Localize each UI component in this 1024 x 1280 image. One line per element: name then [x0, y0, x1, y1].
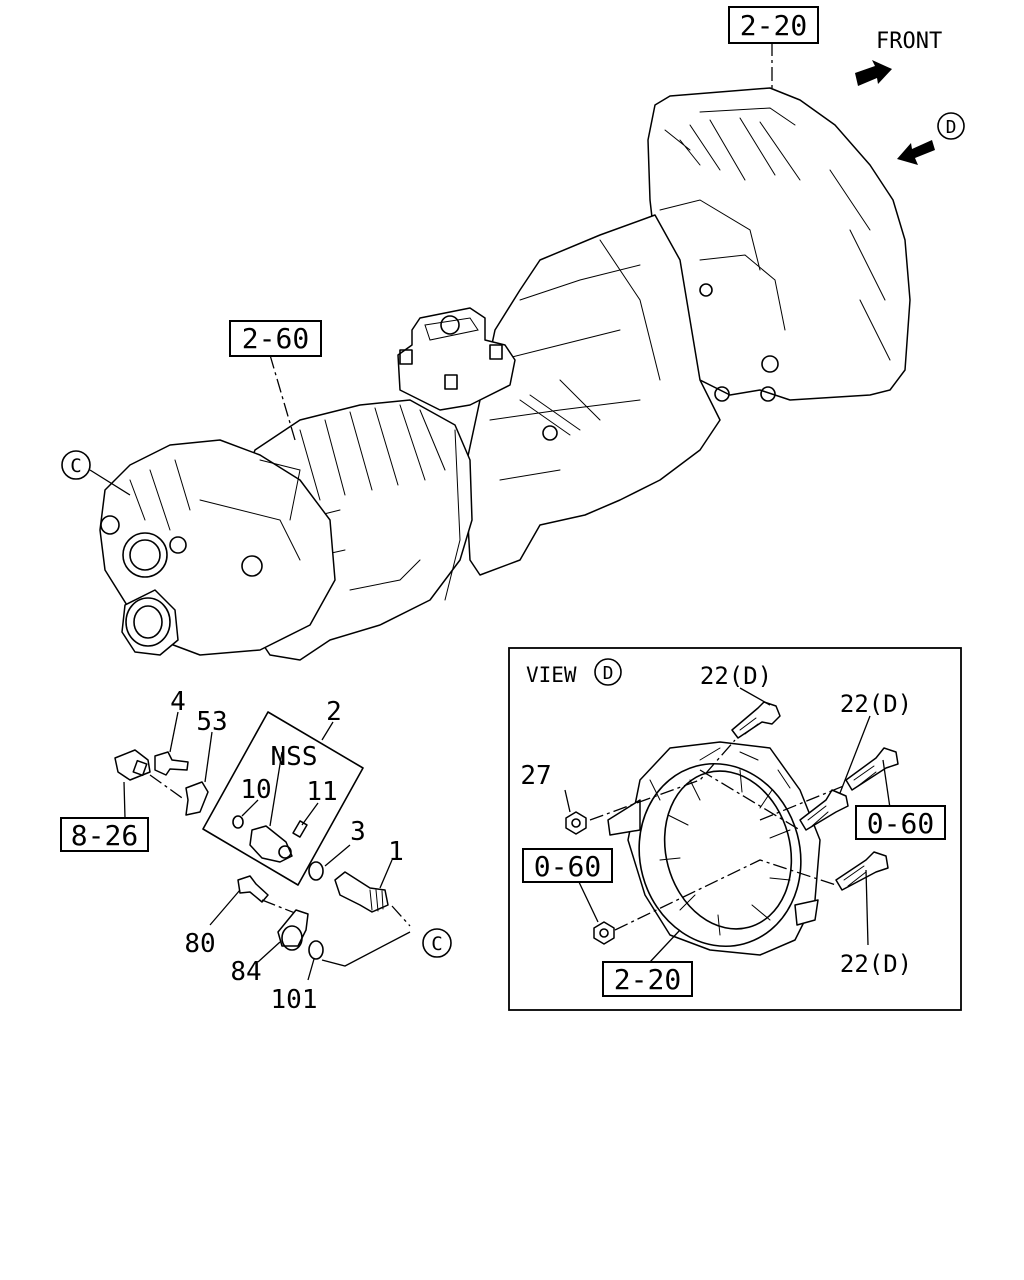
svg-text:D: D: [603, 663, 614, 684]
part-label-22d-b: 22(D): [840, 690, 912, 718]
part-label-4: 4: [170, 687, 186, 717]
svg-text:8-26: 8-26: [71, 819, 138, 852]
marker-d-view: D: [594, 658, 622, 686]
mount-bolt-hole: [699, 283, 713, 297]
bolt-22d-c: [845, 747, 899, 791]
part-label-84: 84: [230, 957, 261, 987]
part-label-22d-c: 22(D): [840, 950, 912, 978]
bolt-4: [154, 751, 189, 776]
seal-10: [232, 815, 244, 829]
svg-text:0-60: 0-60: [867, 807, 934, 840]
view-label: VIEW: [526, 663, 577, 687]
svg-text:C: C: [431, 933, 442, 955]
view-d-frame: [508, 647, 962, 1011]
transmission-assembly: [89, 42, 911, 661]
svg-text:2-20: 2-20: [740, 9, 807, 42]
nss-kit-box: [202, 711, 364, 886]
svg-text:2-60: 2-60: [242, 322, 309, 355]
sleeve-84: [277, 909, 309, 947]
pin-11: [292, 820, 308, 838]
sensor-adapter: [249, 825, 293, 863]
ref-2-20-top[interactable]: 2-20: [728, 6, 819, 44]
svg-text:D: D: [946, 117, 957, 138]
shift-tower: [397, 307, 516, 411]
svg-text:0-60: 0-60: [534, 850, 601, 883]
mount-bolt-hole: [714, 386, 730, 402]
front-label: FRONT: [876, 29, 942, 54]
part-label-101: 101: [271, 985, 318, 1015]
speed-sensor-group: [114, 711, 411, 981]
part-label-11: 11: [306, 777, 337, 807]
nss-label: NSS: [271, 742, 318, 772]
part-label-2: 2: [326, 697, 342, 727]
part-label-53: 53: [196, 707, 227, 737]
part-label-22d-a: 22(D): [700, 662, 772, 690]
svg-text:C: C: [70, 455, 81, 477]
marker-c-left: C: [61, 450, 91, 480]
nut-27: [565, 811, 587, 835]
main-case: [464, 214, 721, 576]
part-label-80: 80: [184, 929, 215, 959]
bracket-53: [185, 781, 209, 816]
bolt-22d-d: [835, 851, 889, 891]
ref-2-20-view[interactable]: 2-20: [602, 961, 693, 997]
front-arrow-icon: [855, 60, 892, 86]
o-ring-101: [308, 940, 324, 960]
marker-d-top: D: [937, 112, 965, 140]
mount-bolt-hole: [761, 355, 779, 373]
bolt-22d-a: [731, 701, 781, 739]
marker-c-sensor: C: [422, 928, 452, 958]
part-label-3: 3: [350, 817, 366, 847]
mount-bolt-hole: [760, 386, 776, 402]
ref-2-60[interactable]: 2-60: [229, 320, 322, 357]
view-d-panel: [508, 647, 962, 1011]
driven-gear-1: [334, 871, 389, 913]
svg-text:2-20: 2-20: [614, 963, 681, 996]
case-bolt-hole: [542, 425, 558, 441]
nut-0-60: [593, 921, 615, 945]
o-ring-3: [308, 861, 324, 881]
ref-8-26[interactable]: 8-26: [60, 817, 149, 852]
ref-0-60-left[interactable]: 0-60: [522, 848, 613, 883]
bolt-80: [237, 875, 269, 903]
bolt-22d-b: [799, 789, 849, 831]
part-label-10: 10: [240, 775, 271, 805]
ref-0-60-right[interactable]: 0-60: [855, 805, 946, 840]
part-label-27: 27: [520, 761, 551, 791]
part-label-1: 1: [388, 837, 404, 867]
view-d-arrow-icon: [897, 140, 935, 165]
